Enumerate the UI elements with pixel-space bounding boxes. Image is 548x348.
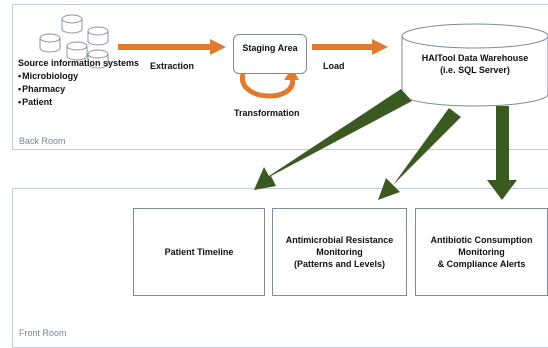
source-item-microbiology: Microbiology (18, 70, 78, 83)
transformation-loop-arrow (240, 68, 299, 99)
staging-area-label: Staging Area (242, 43, 298, 53)
resistance-monitoring-label: Antimicrobial Resistance Monitoring (Pat… (285, 235, 394, 269)
patient-timeline-label: Patient Timeline (164, 247, 234, 257)
source-item-pharmacy: Pharmacy (18, 83, 78, 96)
database-icon (87, 26, 109, 46)
load-label: Load (323, 61, 345, 71)
source-item-patient: Patient (18, 96, 78, 109)
database-icon (39, 33, 61, 53)
back-room-label: Back Room (19, 136, 66, 146)
consumption-monitoring-box: Antibiotic Consumption Monitoring & Comp… (415, 208, 548, 296)
load-arrow (312, 39, 388, 55)
patient-timeline-box: Patient Timeline (133, 208, 265, 296)
diagram-graphics (39, 14, 548, 200)
output-arrow-consumption (487, 106, 517, 200)
output-arrow-resistance (378, 108, 461, 200)
database-icon (61, 14, 83, 34)
extraction-arrow (118, 39, 226, 55)
extraction-label: Extraction (150, 61, 195, 71)
front-room-label: Front Room (19, 328, 67, 338)
data-warehouse-cylinder (401, 23, 548, 107)
output-arrow-patient-timeline (254, 89, 412, 190)
data-warehouse-label: HAITool Data Warehouse (i.e. SQL Server) (421, 53, 529, 75)
staging-area-box: Staging Area (233, 34, 307, 74)
source-systems-title: Source information systems (18, 58, 140, 68)
source-systems-list: Microbiology Pharmacy Patient (18, 70, 78, 109)
transformation-label: Transformation (234, 108, 300, 118)
consumption-monitoring-label: Antibiotic Consumption Monitoring & Comp… (430, 235, 533, 269)
resistance-monitoring-box: Antimicrobial Resistance Monitoring (Pat… (272, 208, 407, 296)
